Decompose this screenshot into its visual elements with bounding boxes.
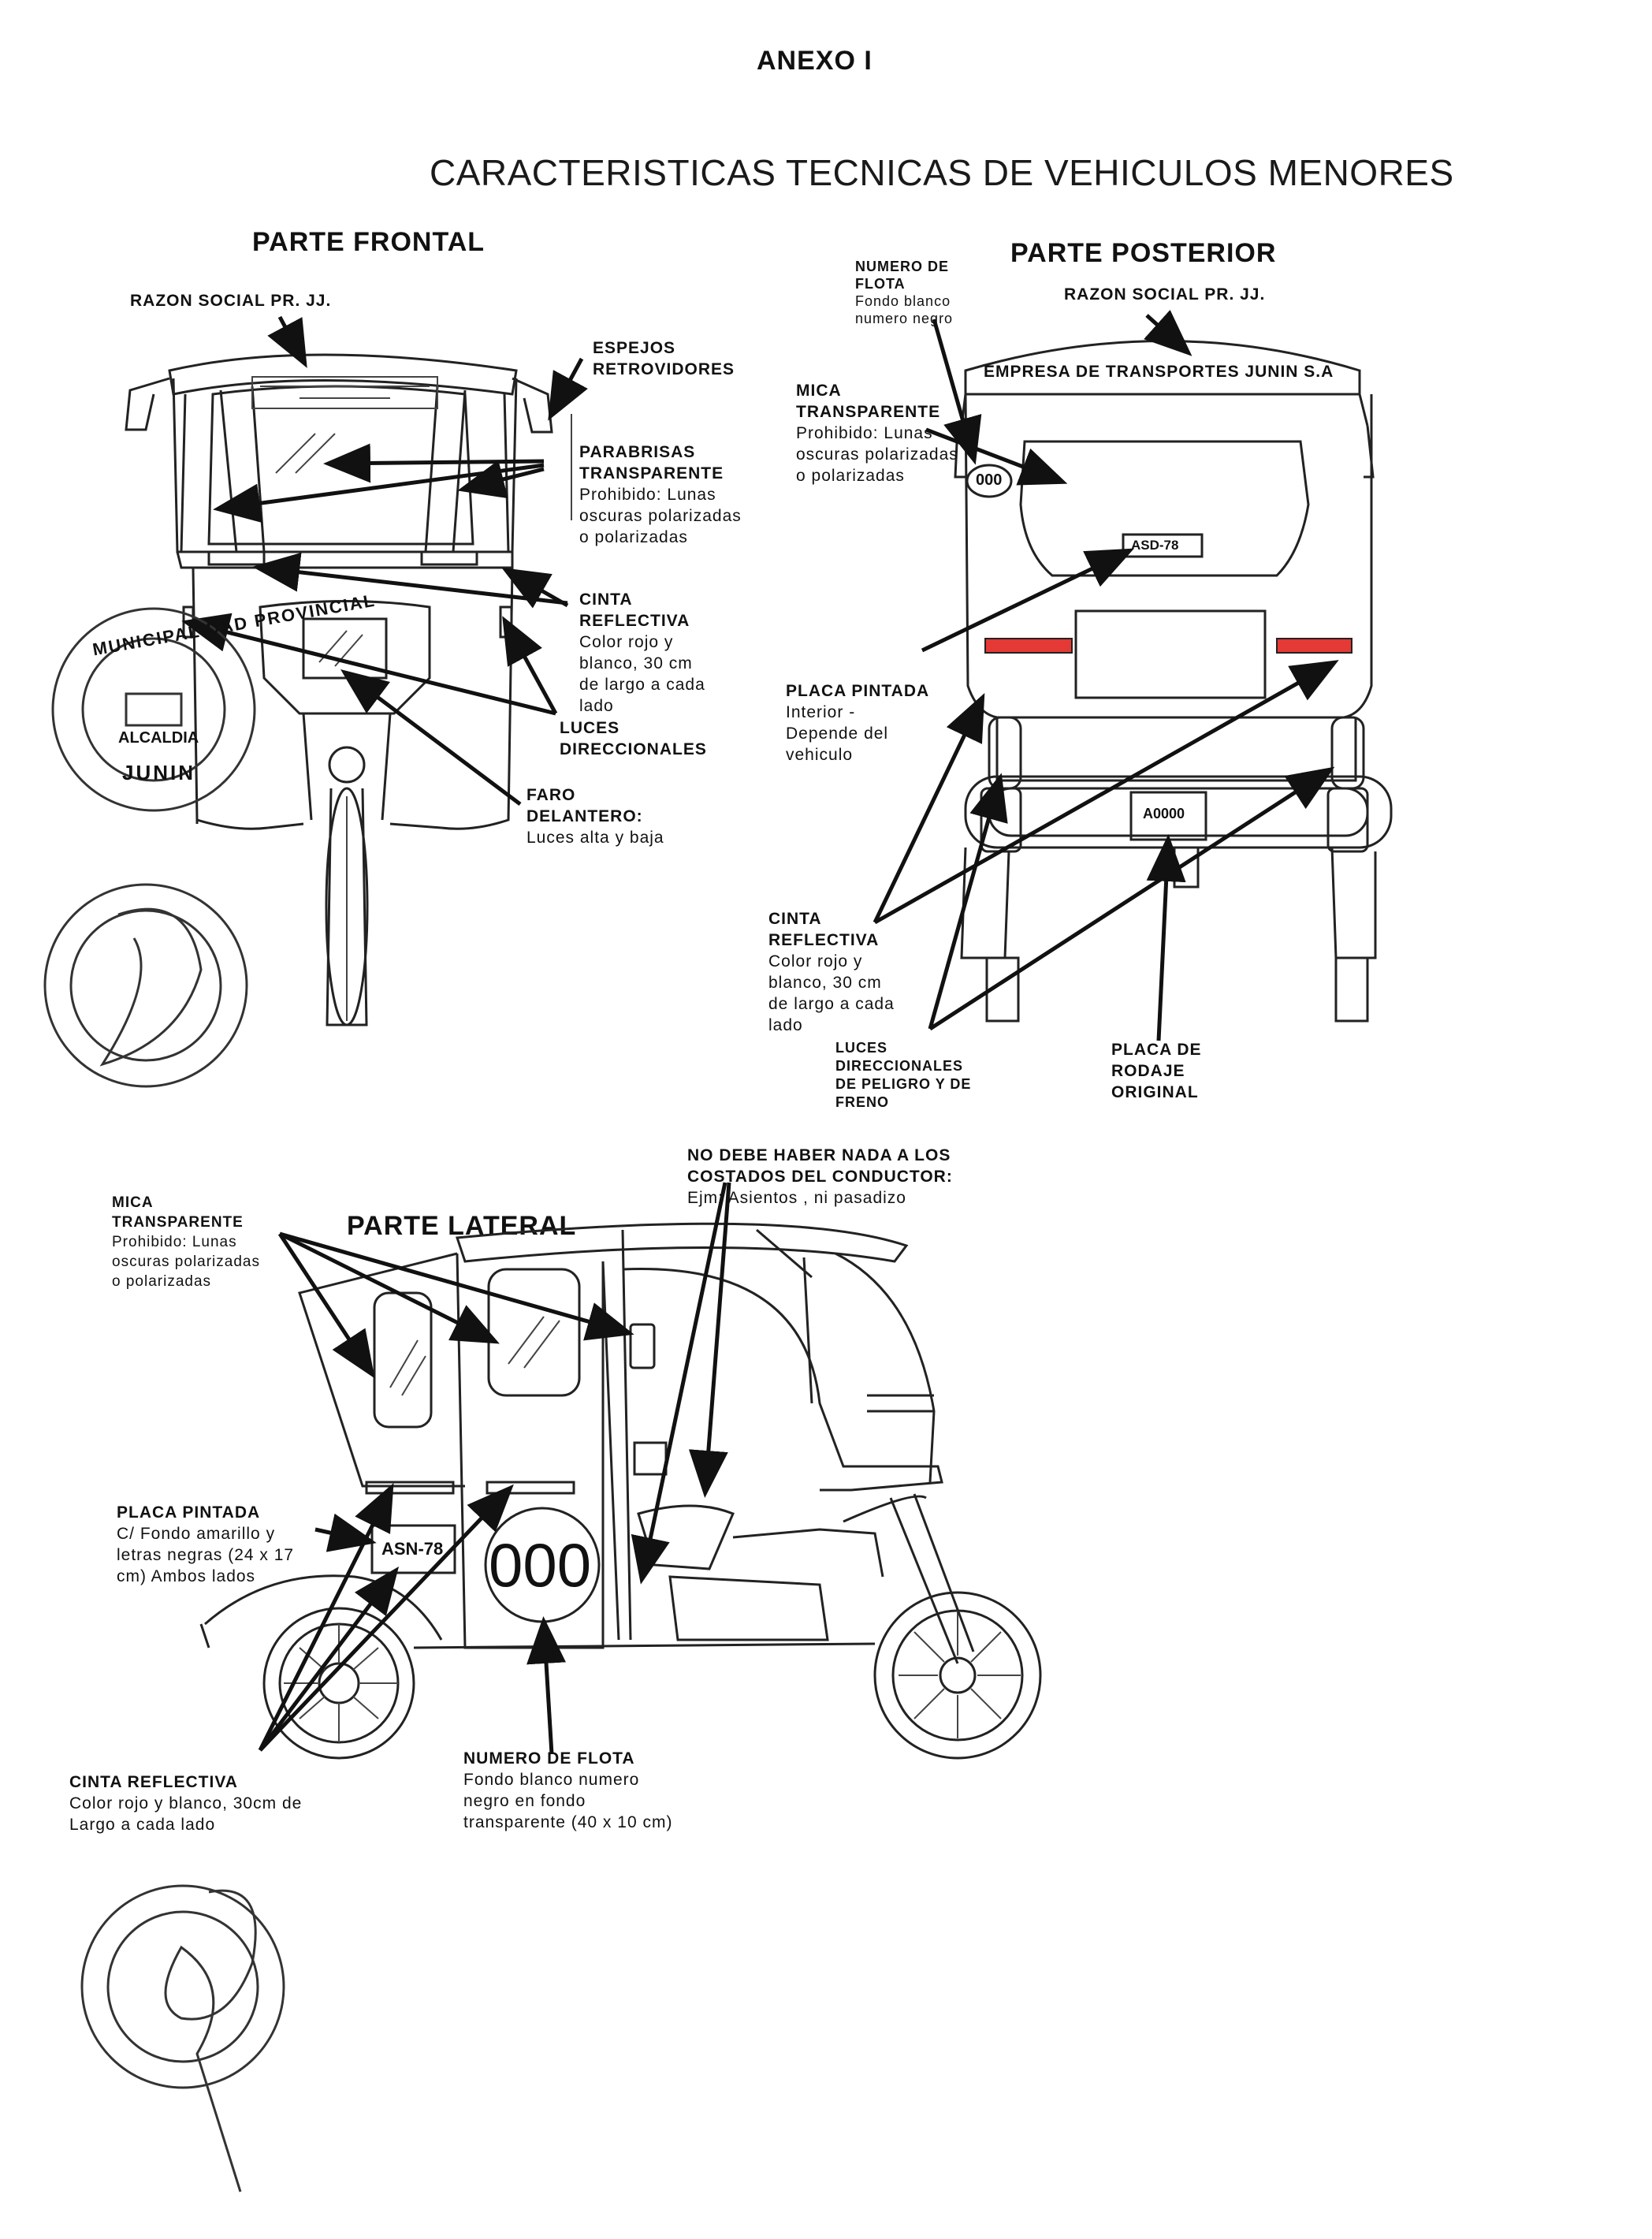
rear-placa-pintada-title: PLACA PINTADA bbox=[786, 682, 930, 700]
rear-placa-pintada-desc: Interior - Depende del vehiculo bbox=[786, 703, 889, 764]
rear-placa-rodaje-label: PLACA DE RODAJE ORIGINAL bbox=[1111, 1041, 1202, 1101]
side-view-drawing bbox=[199, 1182, 1042, 1760]
side-placa-desc: C/ Fondo amarillo y letras negras (24 x … bbox=[117, 1525, 295, 1585]
rear-luces-label: LUCES DIRECCIONALES DE PELIGRO Y DE FREN… bbox=[835, 1040, 972, 1110]
side-numero-flota-title: NUMERO DE FLOTA bbox=[463, 1749, 635, 1768]
side-section-title: PARTE LATERAL bbox=[347, 1211, 577, 1241]
rear-razon-social-label: RAZON SOCIAL PR. JJ. bbox=[1064, 285, 1266, 304]
side-no-debe-desc: Ejm: Asientos , ni pasadizo bbox=[687, 1189, 906, 1207]
side-cinta-title: CINTA REFLECTIVA bbox=[69, 1773, 238, 1791]
document-title: CARACTERISTICAS TECNICAS DE VEHICULOS ME… bbox=[430, 152, 1454, 193]
side-numero-flota-label: NUMERO DE FLOTA Fondo blanco numero negr… bbox=[463, 1727, 672, 1854]
municipal-stamp-3 bbox=[80, 1884, 285, 2192]
rear-flota-badge: 000 bbox=[976, 471, 1003, 489]
stamp-text-center: ALCALDIA bbox=[118, 729, 199, 747]
front-section-title: PARTE FRONTAL bbox=[252, 227, 486, 257]
side-no-debe-title: NO DEBE HABER NADA A LOS COSTADOS DEL CO… bbox=[687, 1146, 953, 1186]
side-numero-flota-desc: Fondo blanco numero negro en fondo trans… bbox=[463, 1771, 673, 1831]
side-mica-label: MICA TRANSPARENTE Prohibido: Lunas oscur… bbox=[112, 1173, 260, 1311]
rear-placa-pintada-label: PLACA PINTADA Interior - Depende del veh… bbox=[786, 659, 929, 787]
side-placa-label: PLACA PINTADA C/ Fondo amarillo y letras… bbox=[117, 1481, 294, 1608]
rear-mica-title: MICA TRANSPARENTE bbox=[796, 382, 941, 421]
municipal-stamp-2 bbox=[43, 883, 248, 1088]
rear-cinta-desc: Color rojo y blanco, 30 cm de largo a ca… bbox=[768, 952, 895, 1034]
municipal-stamp-1 bbox=[51, 607, 256, 812]
rear-section-title: PARTE POSTERIOR bbox=[1010, 238, 1277, 268]
front-razon-social-label: RAZON SOCIAL PR. JJ. bbox=[130, 292, 332, 310]
front-espejos-label: ESPEJOS RETROVIDORES bbox=[593, 339, 735, 378]
stamp-text-bottom: JUNIN bbox=[122, 761, 196, 784]
rear-mica-label: MICA TRANSPARENTE Prohibido: Lunas oscur… bbox=[796, 359, 958, 508]
side-no-debe-label: NO DEBE HABER NADA A LOS COSTADOS DEL CO… bbox=[687, 1123, 953, 1230]
side-placa-text: ASN-78 bbox=[381, 1539, 444, 1559]
front-faro-title: FARO DELANTERO: bbox=[526, 786, 643, 825]
rear-mica-desc: Prohibido: Lunas oscuras polarizadas o p… bbox=[796, 424, 958, 485]
front-parabrisas-title: PARABRISAS TRANSPARENTE bbox=[579, 443, 724, 482]
rear-numero-flota-desc: Fondo blanco numero negro bbox=[855, 293, 954, 326]
side-placa-title: PLACA PINTADA bbox=[117, 1503, 261, 1522]
rear-empresa-sign: EMPRESA DE TRANSPORTES JUNIN S.A bbox=[984, 363, 1334, 381]
rear-cinta-title: CINTA REFLECTIVA bbox=[768, 910, 880, 949]
side-flota-number: 000 bbox=[489, 1530, 592, 1600]
side-mica-desc: Prohibido: Lunas oscuras polarizadas o p… bbox=[112, 1234, 260, 1290]
annex-title: ANEXO I bbox=[757, 46, 873, 76]
side-mica-title: MICA TRANSPARENTE bbox=[112, 1194, 244, 1231]
front-parabrisas-desc: Prohibido: Lunas oscuras polarizadas o p… bbox=[579, 486, 742, 546]
rear-placa-text: ASD-78 bbox=[1131, 538, 1179, 553]
front-faro-label: FARO DELANTERO: Luces alta y baja bbox=[526, 763, 664, 870]
rear-cinta-label: CINTA REFLECTIVA Color rojo y blanco, 30… bbox=[768, 887, 895, 1057]
side-cinta-label: CINTA REFLECTIVA Color rojo y blanco, 30… bbox=[69, 1750, 302, 1857]
front-view-drawing bbox=[125, 315, 588, 1026]
side-cinta-desc: Color rojo y blanco, 30cm de Largo a cad… bbox=[69, 1794, 303, 1834]
front-faro-desc: Luces alta y baja bbox=[526, 829, 664, 847]
rear-numero-flota-label: NUMERO DE FLOTA Fondo blanco numero negr… bbox=[855, 240, 953, 345]
front-cinta-desc: Color rojo y blanco, 30 cm de largo a ca… bbox=[579, 633, 705, 715]
rear-placa-rodaje-text: A0000 bbox=[1143, 806, 1185, 821]
front-luces-direccionales-label: LUCES DIRECCIONALES bbox=[560, 719, 707, 758]
front-parabrisas-label: PARABRISAS TRANSPARENTE Prohibido: Lunas… bbox=[579, 420, 742, 569]
rear-view-drawing bbox=[873, 309, 1393, 1041]
front-cinta-title: CINTA REFLECTIVA bbox=[579, 590, 690, 630]
rear-numero-flota-title: NUMERO DE FLOTA bbox=[855, 259, 950, 292]
front-cinta-label: CINTA REFLECTIVA Color rojo y blanco, 30… bbox=[579, 568, 705, 738]
